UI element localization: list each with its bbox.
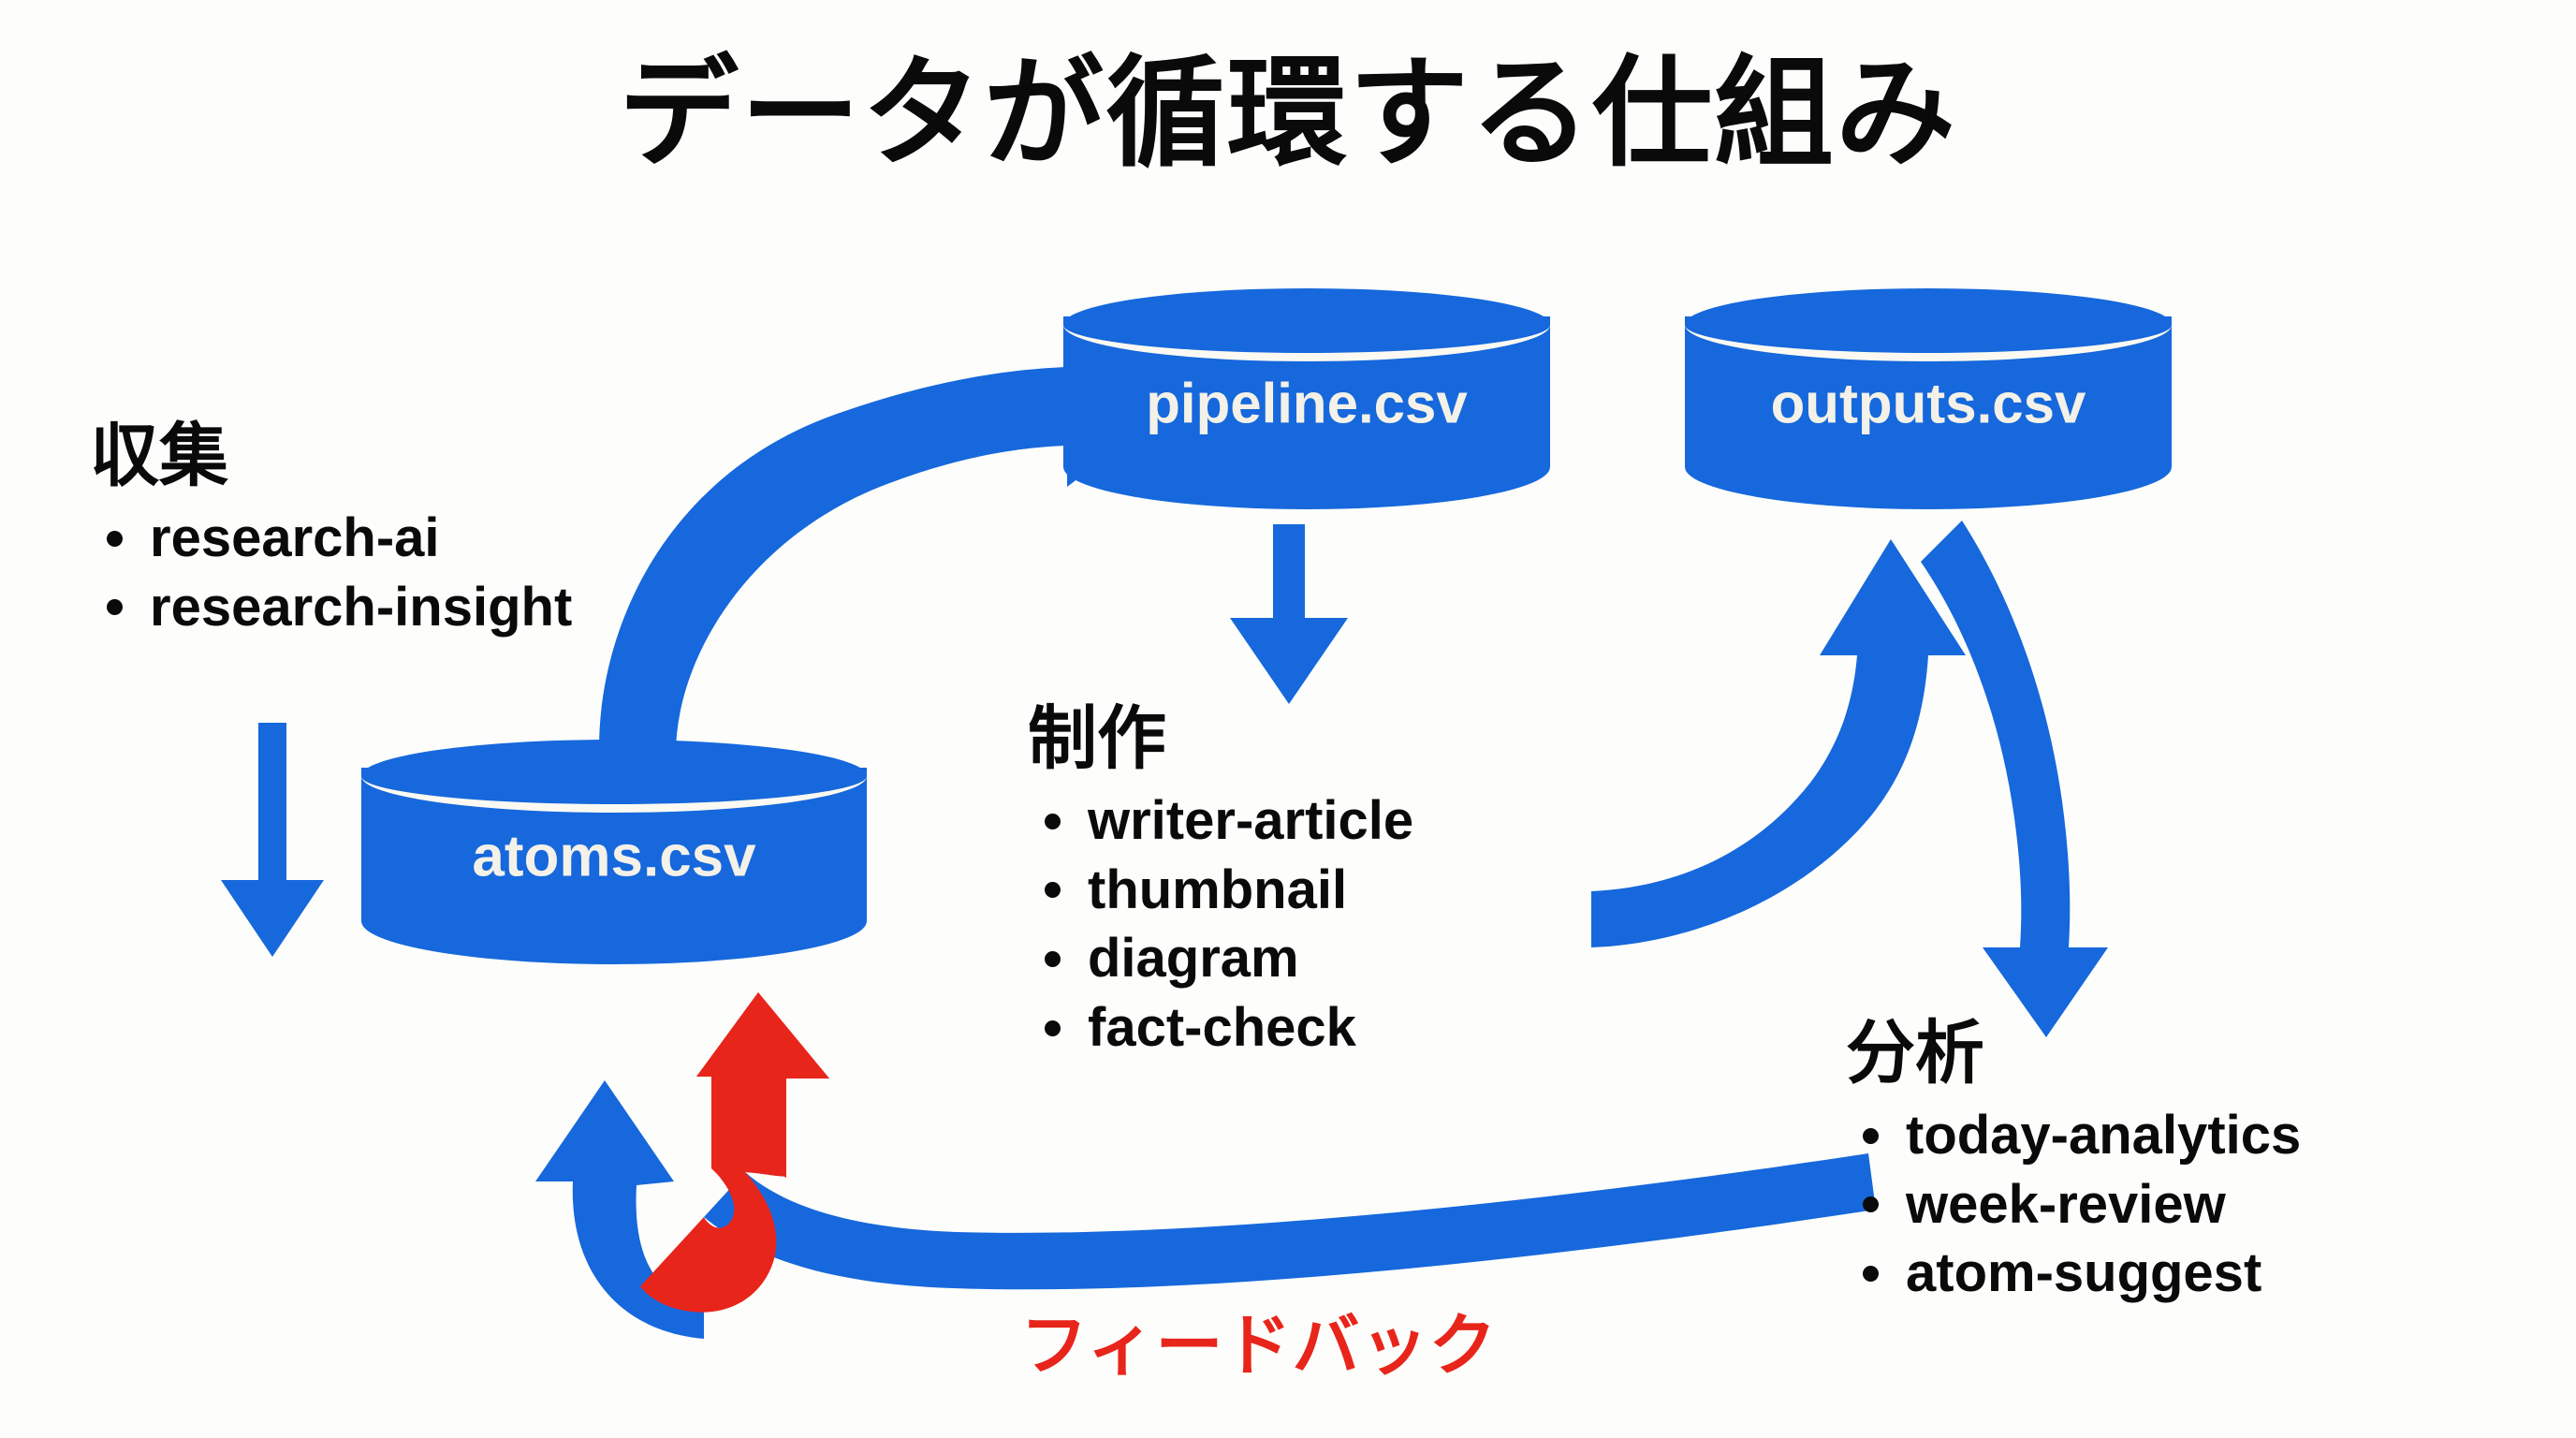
cylinder-top: [361, 740, 867, 813]
database-outputs-csv[interactable]: outputs.csv: [1685, 288, 2172, 509]
cylinder-top: [1063, 288, 1550, 361]
database-label: pipeline.csv: [1146, 372, 1468, 435]
list-item-label: atom-suggest: [1906, 1242, 2262, 1304]
bullet-icon: [1863, 1127, 1879, 1144]
bullet-icon: [1045, 882, 1061, 899]
group-heading: 収集: [90, 417, 228, 494]
feedback-label: フィードバック: [1020, 1309, 1498, 1384]
list-item-label: writer-article: [1088, 790, 1414, 851]
database-pipeline-csv[interactable]: pipeline.csv: [1063, 288, 1550, 509]
list-item: research-ai: [107, 504, 572, 573]
list-item-label: thumbnail: [1088, 858, 1348, 920]
list-item-label: week-review: [1906, 1173, 2226, 1235]
database-label: outputs.csv: [1770, 372, 2086, 435]
database-atoms-csv[interactable]: atoms.csv: [361, 740, 867, 964]
bullet-icon: [107, 530, 123, 547]
group-heading: 分析: [1846, 1014, 1984, 1092]
bullet-icon: [1045, 1020, 1061, 1036]
list-item-label: fact-check: [1088, 996, 1356, 1058]
list-item-label: today-analytics: [1906, 1105, 2302, 1166]
arrow-outputs-to-analyze: [1921, 521, 2108, 1037]
group-item-list: today-analytics week-review atom-suggest: [1846, 1101, 2301, 1308]
list-item: writer-article: [1045, 786, 1414, 856]
list-item: diagram: [1045, 924, 1413, 993]
arrow-produce-to-outputs: [1591, 539, 1966, 947]
group-analyze: 分析 today-analytics week-review atom-sugg…: [1846, 1019, 2301, 1308]
database-label: atoms.csv: [472, 824, 756, 889]
arrow-pipeline-to-produce: [1230, 524, 1348, 704]
list-item: today-analytics: [1863, 1101, 2302, 1170]
list-item-label: research-insight: [150, 576, 573, 638]
group-item-list: writer-article thumbnail diagram fact-ch…: [1028, 786, 1413, 1063]
cylinder-top: [1685, 288, 2172, 361]
bullet-icon: [1863, 1196, 1879, 1213]
list-item: research-insight: [107, 573, 573, 642]
list-item: atom-suggest: [1863, 1239, 2301, 1308]
arrow-collect-to-atoms: [221, 723, 324, 957]
list-item: fact-check: [1045, 993, 1413, 1063]
list-item: thumbnail: [1045, 856, 1413, 925]
bullet-icon: [1045, 813, 1061, 829]
list-item-label: diagram: [1088, 928, 1299, 990]
list-item-label: research-ai: [150, 507, 440, 568]
bullet-icon: [1045, 951, 1061, 968]
page-title: データが循環する仕組み: [618, 47, 1957, 181]
group-collect: 収集 research-ai research-insight: [90, 421, 572, 641]
group-heading: 制作: [1028, 699, 1166, 777]
list-item: week-review: [1863, 1170, 2301, 1240]
group-item-list: research-ai research-insight: [90, 504, 572, 641]
bullet-icon: [107, 599, 123, 616]
bullet-icon: [1863, 1266, 1879, 1283]
group-produce: 制作 writer-article thumbnail diagram fact…: [1028, 704, 1413, 1063]
